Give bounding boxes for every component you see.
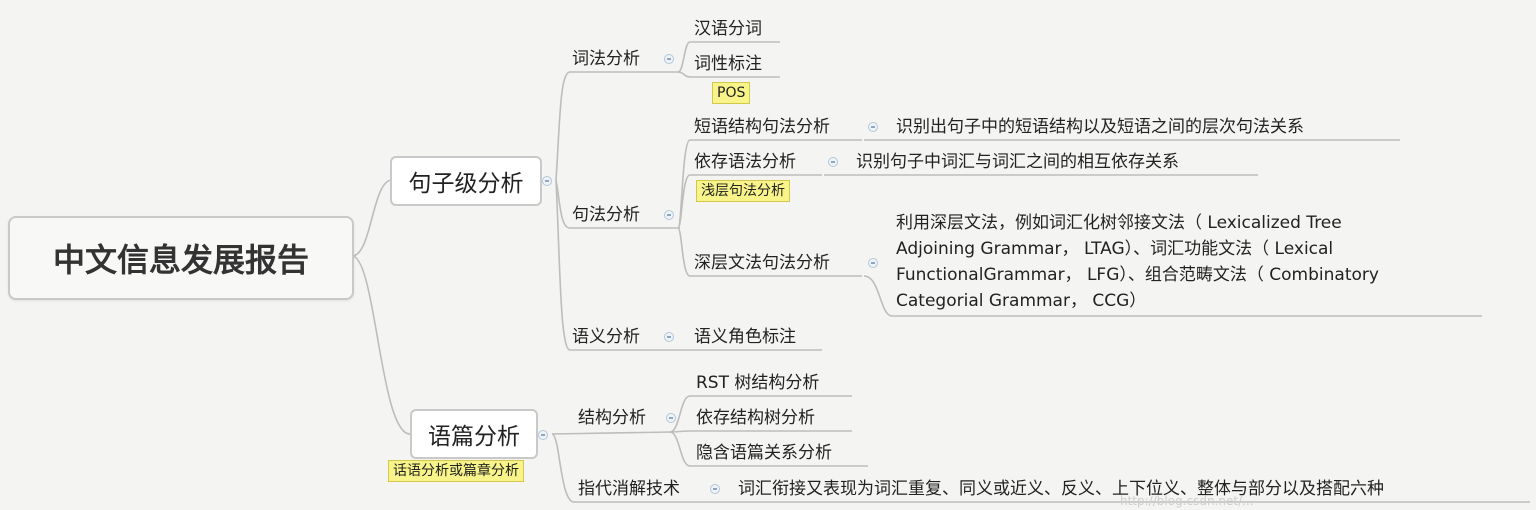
topic-lexical-cohesion[interactable]: 词汇衔接又表现为词汇重复、同义或近义、反义、上下位义、整体与部分以及搭配六种 <box>738 479 1384 499</box>
collapse-semantic-icon[interactable] <box>664 332 674 342</box>
topic-sentence-level[interactable]: 句子级分析 <box>390 156 542 206</box>
topic-deep-grammar[interactable]: 深层文法句法分析 <box>694 253 830 273</box>
connector-sentence-lexical <box>555 71 680 181</box>
topic-dependency-desc[interactable]: 识别句子中词汇与词汇之间的相互依存关系 <box>856 152 1179 172</box>
connector-sentence-semantic <box>555 179 684 351</box>
topic-word-segmentation[interactable]: 汉语分词 <box>694 19 762 39</box>
deep-desc-line-4: Categorial Grammar， CCG） <box>896 291 1147 311</box>
connector-discourse-anaphora <box>551 433 730 503</box>
connector-discourse-structure <box>551 431 673 435</box>
topic-anaphora-resolution[interactable]: 指代消解技术 <box>578 479 680 499</box>
connector-lexical-seg <box>677 41 780 73</box>
root-topic[interactable]: 中文信息发展报告 <box>8 216 354 300</box>
collapse-deep-icon[interactable] <box>868 258 878 268</box>
deep-desc-line-2: Adjoining Grammar， LTAG）、词汇功能文法（ Lexical <box>896 239 1334 259</box>
topic-pos-tagging[interactable]: 词性标注 <box>694 54 762 74</box>
topic-dependency-tree[interactable]: 依存结构树分析 <box>696 408 815 428</box>
deep-desc-line-3: FunctionalGrammar， LFG）、组合范畴文法（ Combinat… <box>896 265 1379 285</box>
note-discourse: 话语分析或篇章分析 <box>388 460 524 482</box>
collapse-phrase-icon[interactable] <box>868 122 878 132</box>
connector-syntax-dependency <box>677 174 822 229</box>
connector-sentence-syntax <box>555 179 680 229</box>
topic-dependency-grammar[interactable]: 依存语法分析 <box>694 152 796 172</box>
topic-semantic-role-labeling[interactable]: 语义角色标注 <box>694 327 796 347</box>
topic-phrase-structure[interactable]: 短语结构句法分析 <box>694 117 830 137</box>
topic-structure-analysis[interactable]: 结构分析 <box>578 408 646 428</box>
collapse-dependency-icon[interactable] <box>828 157 838 167</box>
topic-lexical[interactable]: 词法分析 <box>572 49 640 69</box>
topic-discourse[interactable]: 语篇分析 <box>410 409 538 459</box>
connector-root-sentence <box>351 179 393 257</box>
topic-phrase-desc[interactable]: 识别出句子中的短语结构以及短语之间的层次句法关系 <box>896 117 1304 137</box>
topic-syntax[interactable]: 句法分析 <box>572 205 640 225</box>
collapse-sentence-level-icon[interactable] <box>542 176 552 186</box>
connector-deep-desc <box>863 275 1482 317</box>
note-pos: POS <box>712 82 751 104</box>
collapse-syntax-icon[interactable] <box>664 210 674 220</box>
connector-structure-implicit <box>669 431 868 467</box>
connector-root-discourse <box>351 255 411 435</box>
connector-structure-rst <box>669 395 852 433</box>
topic-deep-desc[interactable]: 利用深层文法，例如词汇化树邻接文法（ Lexicalized Tree Adjo… <box>896 210 1486 314</box>
topic-semantic[interactable]: 语义分析 <box>572 327 640 347</box>
connector-structure-dep <box>669 430 852 433</box>
collapse-lexical-icon[interactable] <box>664 54 674 64</box>
collapse-structure-icon[interactable] <box>666 413 676 423</box>
topic-implicit-relation[interactable]: 隐含语篇关系分析 <box>696 443 832 463</box>
note-shallow-parsing: 浅层句法分析 <box>696 180 790 202</box>
deep-desc-line-1: 利用深层文法，例如词汇化树邻接文法（ Lexicalized Tree <box>896 213 1342 233</box>
connector-lexical-pos <box>677 71 780 78</box>
watermark: http://blog.csdn.net/... <box>1120 494 1254 508</box>
connector-syntax-deep <box>677 227 862 277</box>
topic-rst-tree[interactable]: RST 树结构分析 <box>696 373 820 393</box>
collapse-anaphora-icon[interactable] <box>710 484 720 494</box>
collapse-discourse-icon[interactable] <box>538 430 548 440</box>
